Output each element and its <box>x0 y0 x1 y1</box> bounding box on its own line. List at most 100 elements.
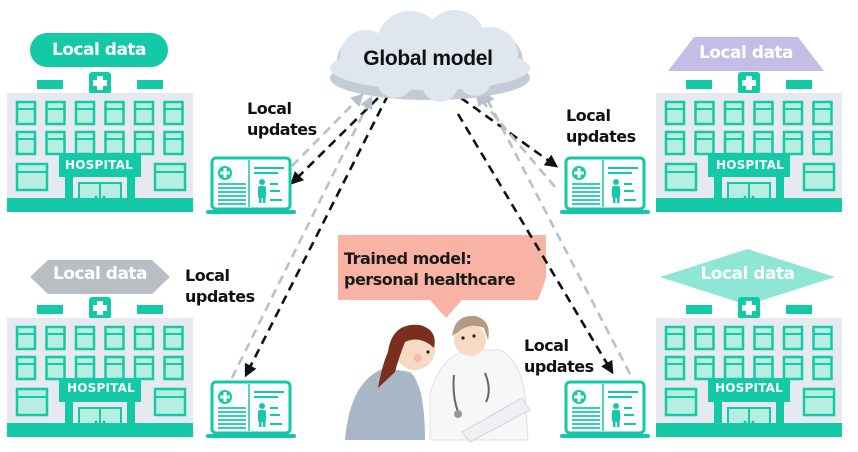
window <box>782 355 804 381</box>
window <box>163 130 184 156</box>
hospital-building <box>7 33 193 212</box>
laptop-medical-record-icon <box>206 380 296 438</box>
laptop-medical-record-icon <box>560 380 650 438</box>
hospital-sign: HOSPITAL <box>67 381 135 395</box>
window <box>15 130 37 156</box>
window <box>802 387 836 417</box>
window <box>104 130 125 156</box>
window <box>802 162 836 192</box>
window <box>664 162 698 192</box>
building-base <box>7 423 193 437</box>
hospital-sign-board <box>708 378 790 402</box>
window <box>153 387 187 417</box>
local-updates-label: Local updates <box>185 266 255 306</box>
local-data-label: Local data <box>698 43 794 63</box>
window <box>694 100 715 126</box>
hospital-sign: HOSPITAL <box>716 158 784 172</box>
window <box>133 325 155 351</box>
local-updates-label: Local updates <box>247 99 317 139</box>
roof-block <box>686 80 712 89</box>
window <box>694 325 715 351</box>
window <box>753 100 774 126</box>
hospital-sign: HOSPITAL <box>715 381 783 395</box>
roof-block <box>37 305 63 314</box>
local-updates-label: Local updates <box>524 336 594 376</box>
window <box>74 100 96 126</box>
hospital-building <box>7 260 193 437</box>
window <box>664 355 686 381</box>
global-model-label: Global model <box>363 47 493 70</box>
trained-model-banner <box>338 235 546 318</box>
model-download-arrow <box>290 97 379 185</box>
window <box>812 355 833 381</box>
update-upload-arrow <box>291 93 364 167</box>
local-updates-label: Local updates <box>566 106 636 146</box>
window <box>163 355 184 381</box>
window <box>723 325 745 351</box>
window <box>163 100 184 126</box>
building-base <box>656 198 842 212</box>
window <box>104 100 125 126</box>
window <box>15 162 49 192</box>
window <box>15 325 37 351</box>
local-data-label: Local data <box>52 264 148 284</box>
window <box>104 325 125 351</box>
window <box>15 387 49 417</box>
roof-block <box>686 305 712 314</box>
local-data-badge <box>668 37 824 71</box>
window <box>664 387 698 417</box>
hospital-building <box>656 37 842 212</box>
window <box>664 100 686 126</box>
update-arrows <box>230 90 632 379</box>
hospital-building <box>656 249 842 437</box>
laptop-medical-record-icon <box>206 156 296 214</box>
window <box>74 325 96 351</box>
window <box>723 100 745 126</box>
window <box>163 325 184 351</box>
window <box>782 325 804 351</box>
window <box>74 130 96 156</box>
window <box>753 325 774 351</box>
local-data-badge <box>660 249 835 305</box>
window <box>133 130 155 156</box>
hospital-sign-board <box>59 378 141 402</box>
window <box>782 100 804 126</box>
window <box>664 325 686 351</box>
window <box>133 355 155 381</box>
window <box>153 162 187 192</box>
roof-block <box>137 80 163 89</box>
building-base <box>656 423 842 437</box>
window <box>664 130 686 156</box>
window <box>45 100 66 126</box>
window <box>133 100 155 126</box>
patient-and-doctor-illustration <box>345 315 531 443</box>
window <box>753 355 774 381</box>
window <box>15 355 37 381</box>
window <box>694 130 715 156</box>
window <box>104 355 125 381</box>
window <box>723 130 745 156</box>
roof-block <box>786 305 812 314</box>
roof-block <box>786 80 812 89</box>
update-upload-arrow <box>482 90 632 375</box>
window <box>812 100 833 126</box>
window <box>74 355 96 381</box>
window <box>45 325 66 351</box>
model-download-arrow <box>244 94 390 378</box>
building-base <box>7 198 193 212</box>
window <box>812 130 833 156</box>
local-data-badge <box>30 33 168 67</box>
window <box>45 130 66 156</box>
model-download-arrow <box>460 96 559 168</box>
window <box>45 355 66 381</box>
local-data-label: Local data <box>51 40 147 60</box>
window <box>15 100 37 126</box>
hospital-sign: HOSPITAL <box>65 158 133 172</box>
window <box>782 130 804 156</box>
laptop-medical-record-icon <box>560 156 650 214</box>
roof-block <box>37 80 63 89</box>
roof-block <box>137 305 163 314</box>
window <box>812 325 833 351</box>
local-data-label: Local data <box>700 264 795 284</box>
